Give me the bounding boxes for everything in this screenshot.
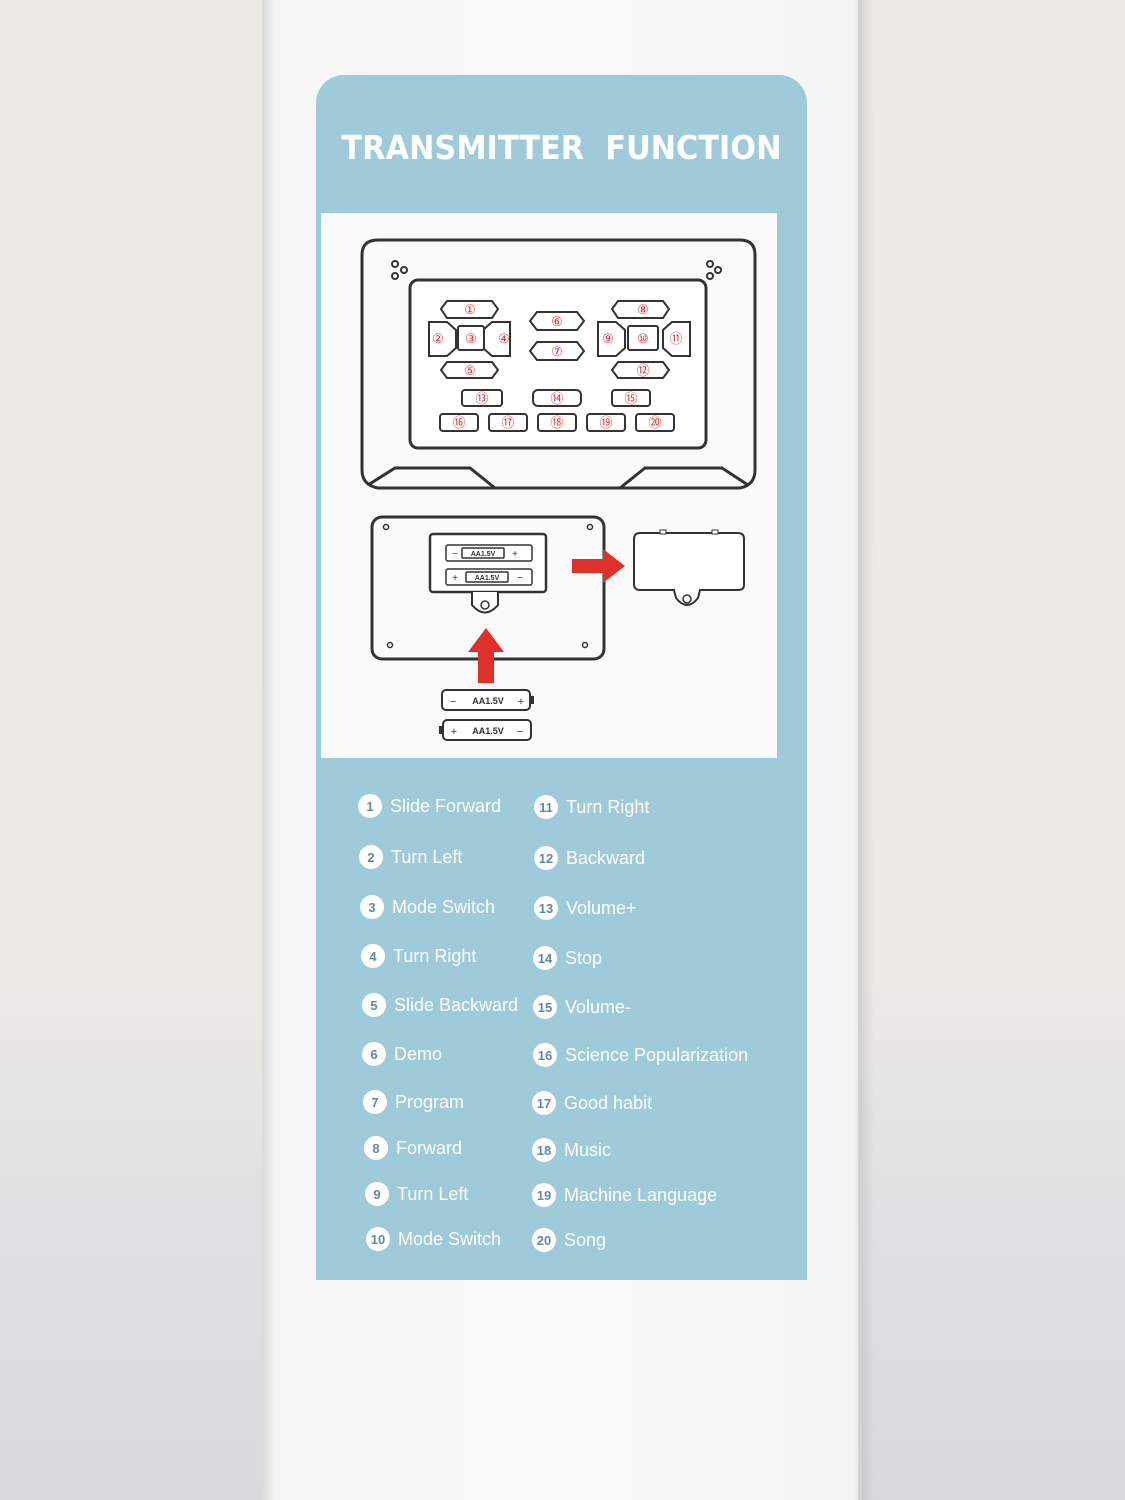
bat1-plus: + [512, 549, 518, 560]
small-buttons-row2 [439, 413, 675, 432]
bat2-plus: + [452, 573, 458, 584]
middle-buttons [528, 311, 586, 361]
btn-num-1: ① [464, 302, 476, 317]
battery-label-1: AA1.5V [471, 551, 496, 558]
btn-num-14: ⑭ [550, 391, 563, 406]
small-buttons-row1 [461, 389, 651, 407]
bat1-minus: − [452, 549, 458, 560]
btn-num-11: ⑪ [669, 331, 682, 346]
right-grip [619, 466, 749, 490]
left-grip [367, 466, 496, 490]
btn-num-13: ⑬ [475, 391, 488, 406]
screw-holes [382, 523, 594, 649]
battery-cover [633, 532, 745, 606]
speaker-left [391, 260, 408, 280]
panel-title: TRANSMITTER FUNCTION [341, 128, 782, 167]
batteries-installed [445, 544, 533, 586]
loose-battery-1: − AA1.5V + [441, 689, 534, 711]
btn-num-7: ⑦ [551, 344, 563, 359]
btn-num-4: ④ [498, 331, 510, 346]
btn-num-10: ⑩ [637, 331, 649, 346]
btn-num-19: ⑲ [599, 415, 612, 430]
btn-num-2: ② [432, 331, 444, 346]
speaker-right [706, 260, 722, 280]
loose-battery-2: + AA1.5V − [439, 719, 532, 741]
svg-text:+: + [518, 696, 524, 708]
btn-num-9: ⑨ [602, 331, 614, 346]
arrow-up [468, 628, 504, 683]
btn-num-12: ⑫ [636, 363, 649, 378]
btn-num-17: ⑰ [501, 415, 514, 430]
svg-text:AA1.5V: AA1.5V [472, 726, 504, 736]
arrow-right [572, 549, 625, 583]
btn-num-18: ⑱ [550, 415, 563, 430]
battery-label-2: AA1.5V [475, 575, 500, 582]
btn-num-20: ⑳ [648, 415, 661, 430]
right-dpad [597, 300, 691, 379]
svg-text:AA1.5V: AA1.5V [472, 696, 504, 706]
bat2-minus: − [517, 573, 523, 584]
btn-num-16: ⑯ [452, 415, 465, 430]
btn-num-3: ③ [465, 331, 477, 346]
left-dpad [428, 300, 511, 379]
svg-text:−: − [450, 696, 456, 708]
svg-text:+: + [451, 726, 457, 738]
compartment-tab [471, 592, 499, 614]
btn-num-8: ⑧ [637, 302, 649, 317]
function-list-background [348, 758, 784, 1278]
btn-num-15: ⑮ [624, 391, 637, 406]
svg-text:−: − [517, 726, 523, 738]
btn-num-6: ⑥ [551, 314, 563, 329]
btn-num-5: ⑤ [464, 363, 476, 378]
box-shadow [858, 0, 874, 1500]
